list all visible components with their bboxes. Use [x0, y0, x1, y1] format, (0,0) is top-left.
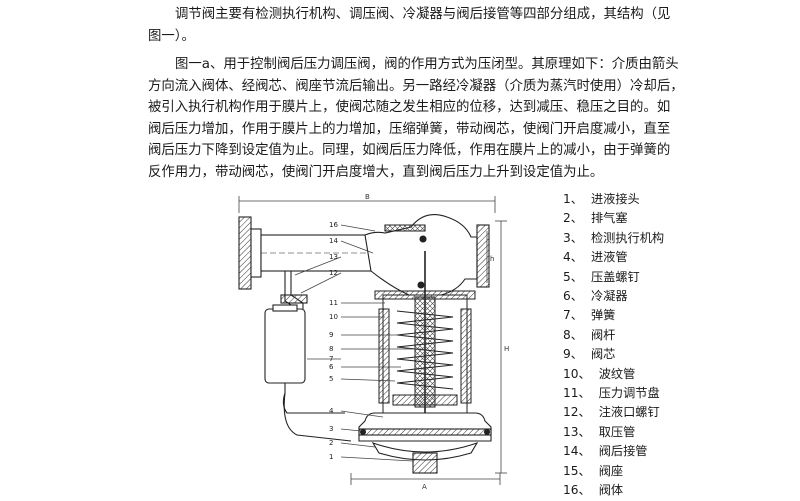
- principle-line: 阀后压力下降到设定值为止。同理，如阀后压力降低，作用在膜片上的减小，由于弹簧的: [148, 143, 671, 158]
- inlet-pipe: [238, 216, 372, 290]
- dimension-label-b: B: [365, 193, 370, 201]
- callout-number: 5: [329, 375, 333, 383]
- callout-number: 8: [329, 345, 333, 353]
- part-number: 16、: [563, 483, 591, 498]
- valve-structure-diagram: B A h H: [238, 193, 509, 491]
- part-number: 6、: [563, 289, 583, 304]
- parts-legend-item: 5、压盖螺钉: [563, 268, 664, 287]
- callout-number: 12: [329, 269, 338, 277]
- parts-legend-item: 3、检测执行机构: [563, 229, 664, 248]
- callout-number: 16: [329, 221, 338, 229]
- intro-line: 调节阀主要有检测执行机构、调压阀、冷凝器与阀后接管等四部分组成，其结构（见: [175, 7, 671, 22]
- callout-number: 10: [329, 313, 338, 321]
- part-number: 10、: [563, 366, 591, 381]
- part-name: 排气塞: [590, 211, 628, 226]
- part-number: 4、: [563, 250, 583, 265]
- callout-number: 7: [329, 355, 333, 363]
- part-name: 波纹管: [598, 366, 636, 381]
- part-name: 压力调节盘: [598, 386, 660, 401]
- part-number: 14、: [563, 444, 591, 459]
- callout-numbers: 16 14 13 12 11 10 9 8 7 6 5 4 3 2 1: [329, 221, 338, 461]
- part-number: 9、: [563, 347, 583, 362]
- callout-number: 11: [329, 299, 338, 307]
- callout-number: 1: [329, 453, 333, 461]
- parts-legend-item: 8、阀杆: [563, 326, 664, 345]
- intro-paragraph: 调节阀主要有检测执行机构、调压阀、冷凝器与阀后接管等四部分组成，其结构（见 图一…: [148, 4, 670, 47]
- callout-number: 4: [329, 407, 334, 415]
- callout-number: 6: [329, 363, 334, 371]
- principle-line: 方向流入阀体、经阀芯、阀座节流后输出。另一路经冷凝器（介质为蒸汽时使用）冷却后，: [148, 78, 684, 94]
- parts-legend-item: 1、进液接头: [563, 190, 664, 209]
- part-name: 压盖螺钉: [590, 269, 640, 284]
- part-number: 3、: [563, 230, 583, 245]
- part-name: 取压管: [598, 424, 636, 439]
- parts-legend-item: 12、注液口螺钉: [563, 403, 664, 422]
- part-name: 阀杆: [590, 327, 616, 342]
- part-number: 15、: [563, 463, 591, 478]
- condenser: [264, 304, 352, 442]
- dimension-label-h-short: h: [490, 255, 494, 263]
- part-name: 弹簧: [590, 308, 616, 323]
- part-name: 阀芯: [590, 347, 616, 362]
- part-number: 5、: [563, 269, 583, 284]
- callout-number: 14: [329, 237, 338, 245]
- principle-paragraph: 图一a、用于控制阀后压力调压阀，阀的作用方式为压闭型。其原理如下：介质由箭头 方…: [148, 54, 684, 183]
- parts-legend-item: 4、进液管: [563, 248, 664, 267]
- part-number: 2、: [563, 211, 583, 226]
- principle-line: 被引入执行机构作用于膜片上，使阀芯随之发生相应的位移，达到减压、稳压之目的。如: [148, 100, 671, 115]
- parts-legend-item: 13、取压管: [563, 423, 664, 442]
- part-name: 进液接头: [590, 192, 640, 206]
- part-name: 注液口螺钉: [598, 405, 660, 420]
- part-number: 11、: [563, 386, 591, 401]
- part-name: 阀座: [598, 463, 624, 478]
- part-number: 8、: [563, 327, 583, 342]
- parts-legend-item: 10、波纹管: [563, 365, 664, 384]
- part-number: 12、: [563, 405, 591, 420]
- callout-number: 2: [329, 439, 333, 447]
- parts-legend-item: 16、阀体: [563, 481, 664, 500]
- valve-body: [364, 214, 490, 296]
- part-name: 阀体: [598, 483, 624, 498]
- diaphragm-housing: [358, 412, 492, 474]
- dimension-label-h-tall: H: [504, 345, 509, 353]
- parts-legend-item: 11、压力调节盘: [563, 384, 664, 403]
- principle-line: 反作用力，带动阀芯，使阀门开启度增大，直到阀后压力上升到设定值为止。: [148, 164, 604, 180]
- part-number: 7、: [563, 308, 583, 323]
- parts-legend-item: 9、阀芯: [563, 345, 664, 364]
- parts-legend-item: 15、阀座: [563, 462, 664, 481]
- dimension-label-a: A: [422, 483, 427, 491]
- parts-legend-item: 14、阀后接管: [563, 442, 664, 461]
- actuator-column: [374, 251, 476, 431]
- callout-number: 9: [329, 331, 333, 339]
- part-number: 1、: [563, 192, 583, 206]
- impulse-pipe: [280, 271, 308, 310]
- principle-line: 图一a、用于控制阀后压力调压阀，阀的作用方式为压闭型。其原理如下：介质由箭头: [175, 57, 679, 72]
- callout-number: 3: [329, 425, 333, 433]
- part-number: 13、: [563, 424, 591, 439]
- part-name: 检测执行机构: [590, 230, 665, 245]
- principle-line: 阀后压力增加，作用于膜片上的力增加，压缩弹簧，带动阀芯，使阀门开启度减小，直至: [148, 121, 671, 137]
- part-name: 阀后接管: [598, 444, 648, 459]
- parts-legend-item: 7、弹簧: [563, 306, 664, 325]
- part-name: 冷凝器: [590, 289, 628, 304]
- part-name: 进液管: [590, 250, 628, 265]
- intro-line: 图一）。: [148, 28, 195, 44]
- parts-legend-item: 2、排气塞: [563, 209, 664, 228]
- callout-number: 13: [329, 253, 338, 261]
- parts-legend-item: 6、冷凝器: [563, 287, 664, 306]
- callout-leaders: [294, 224, 421, 462]
